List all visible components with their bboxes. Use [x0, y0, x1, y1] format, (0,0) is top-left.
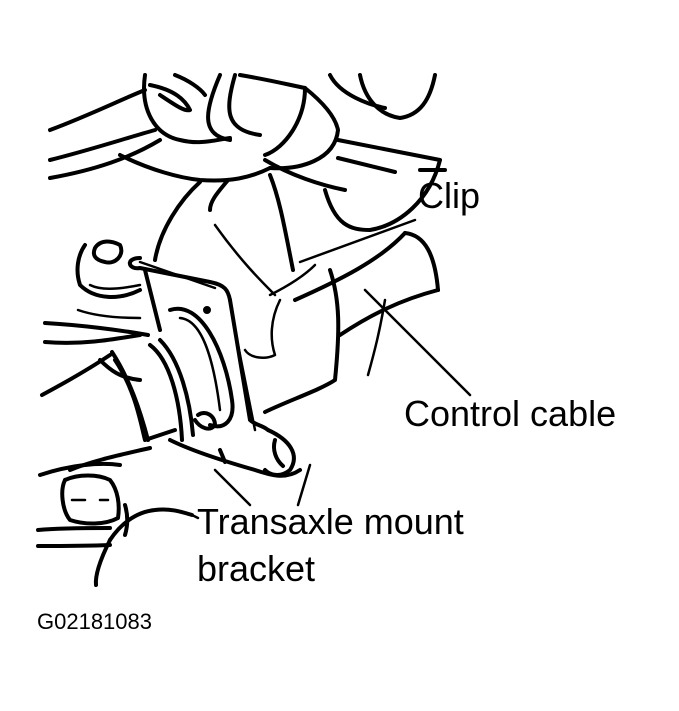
control-cable-leader [363, 288, 472, 397]
bracket-leader-2 [296, 463, 312, 507]
callout-control-cable: Control cable [404, 393, 617, 434]
transaxle-mount-bracket [36, 438, 302, 587]
upper-hose-assembly [48, 73, 447, 272]
callout-clip: Clip [418, 175, 481, 216]
bracket-leader-1 [213, 468, 252, 507]
leader-lines [190, 218, 472, 520]
clip-part [127, 256, 296, 477]
clip-leader [298, 218, 417, 264]
callout-transaxle-mount-line1: Transaxle mount [197, 501, 464, 542]
figure-id: G02181083 [37, 609, 152, 634]
control-cable-body [213, 223, 440, 414]
cable-grommet [98, 306, 235, 442]
callout-transaxle-mount-line2: bracket [197, 548, 316, 589]
left-shaft [40, 239, 152, 472]
bracket-leader-3 [190, 513, 200, 520]
